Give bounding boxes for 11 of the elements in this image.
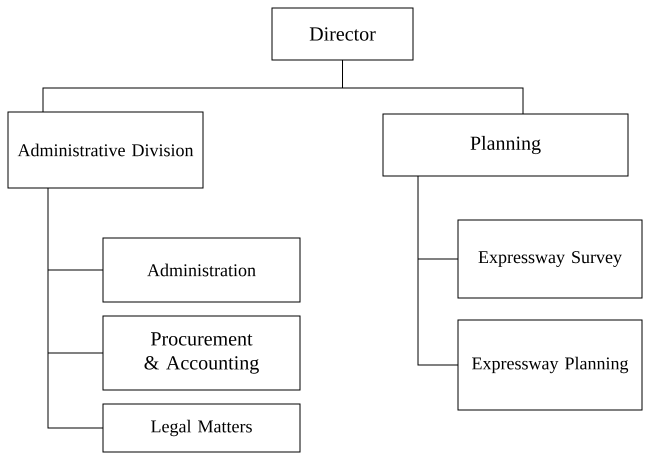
org-box: Administration — [102, 238, 300, 302]
connector-line — [48, 188, 103, 428]
org-box: Administrative Division — [8, 112, 204, 188]
org-box: Procurement & Accounting — [102, 316, 300, 390]
org-box: Expressway Planning — [458, 320, 642, 410]
connector-line — [418, 176, 458, 366]
org-box: Director — [272, 8, 414, 60]
org-box: Legal Matters — [102, 404, 300, 452]
org-box: Expressway Survey — [458, 220, 642, 298]
connector-line — [342, 60, 524, 114]
org-box: Planning — [382, 114, 628, 176]
